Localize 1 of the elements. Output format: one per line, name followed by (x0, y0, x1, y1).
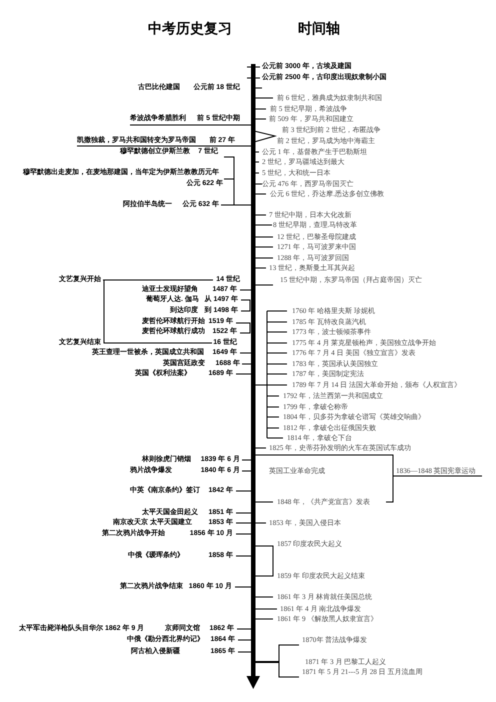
title: 中考历史复习 时间轴 (148, 20, 340, 36)
